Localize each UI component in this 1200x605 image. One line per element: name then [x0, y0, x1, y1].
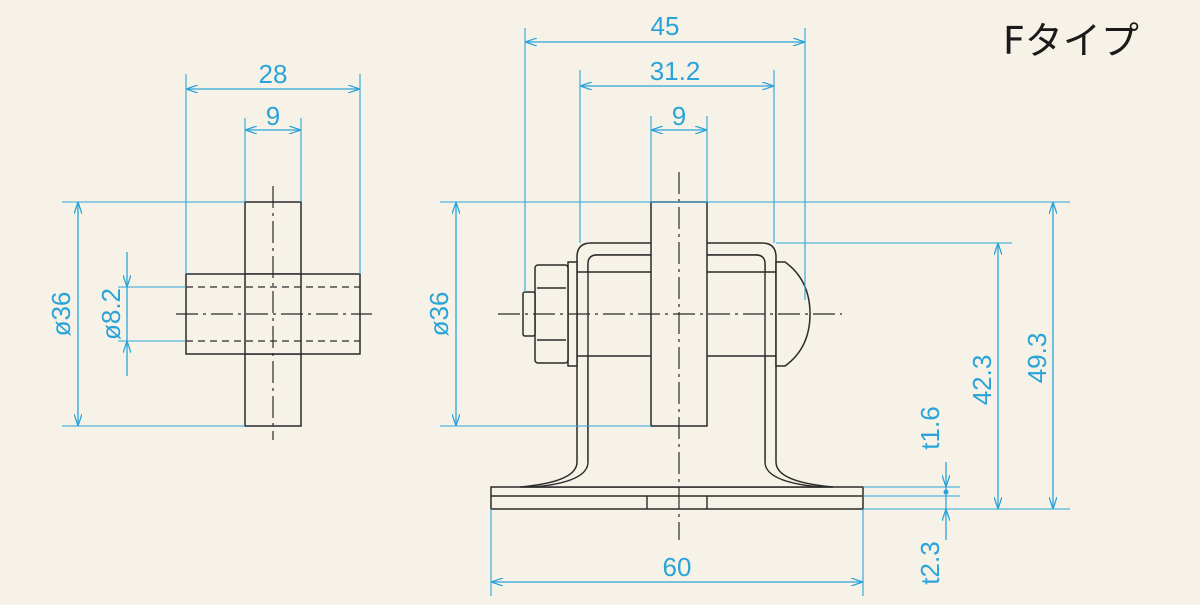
dim-dot — [943, 489, 949, 495]
dim-text-9-left: 9 — [266, 101, 280, 131]
dim-text-28: 28 — [259, 59, 288, 89]
dim-text-36-right: ø36 — [424, 292, 454, 337]
dim-text-t23: t2.3 — [915, 541, 945, 584]
dim-text-423: 42.3 — [967, 355, 997, 406]
right-view: 45 31.2 9 ø36 42.3 49.3 t1.6 t2.3 60 — [424, 11, 1070, 596]
dim-text-312: 31.2 — [650, 56, 701, 86]
dim-text-45: 45 — [651, 11, 680, 41]
dim-text-82: ø8.2 — [96, 288, 126, 340]
dim-text-60: 60 — [663, 552, 692, 582]
dim-text-9-right: 9 — [672, 101, 686, 131]
dim-text-t16: t1.6 — [915, 406, 945, 449]
type-title: Fタイプ — [1003, 19, 1139, 63]
dim-text-493: 49.3 — [1022, 333, 1052, 384]
base-plate — [490, 486, 864, 510]
left-view: 28 9 ø36 ø8.2 — [46, 59, 372, 440]
dim-text-36-left: ø36 — [46, 292, 76, 337]
